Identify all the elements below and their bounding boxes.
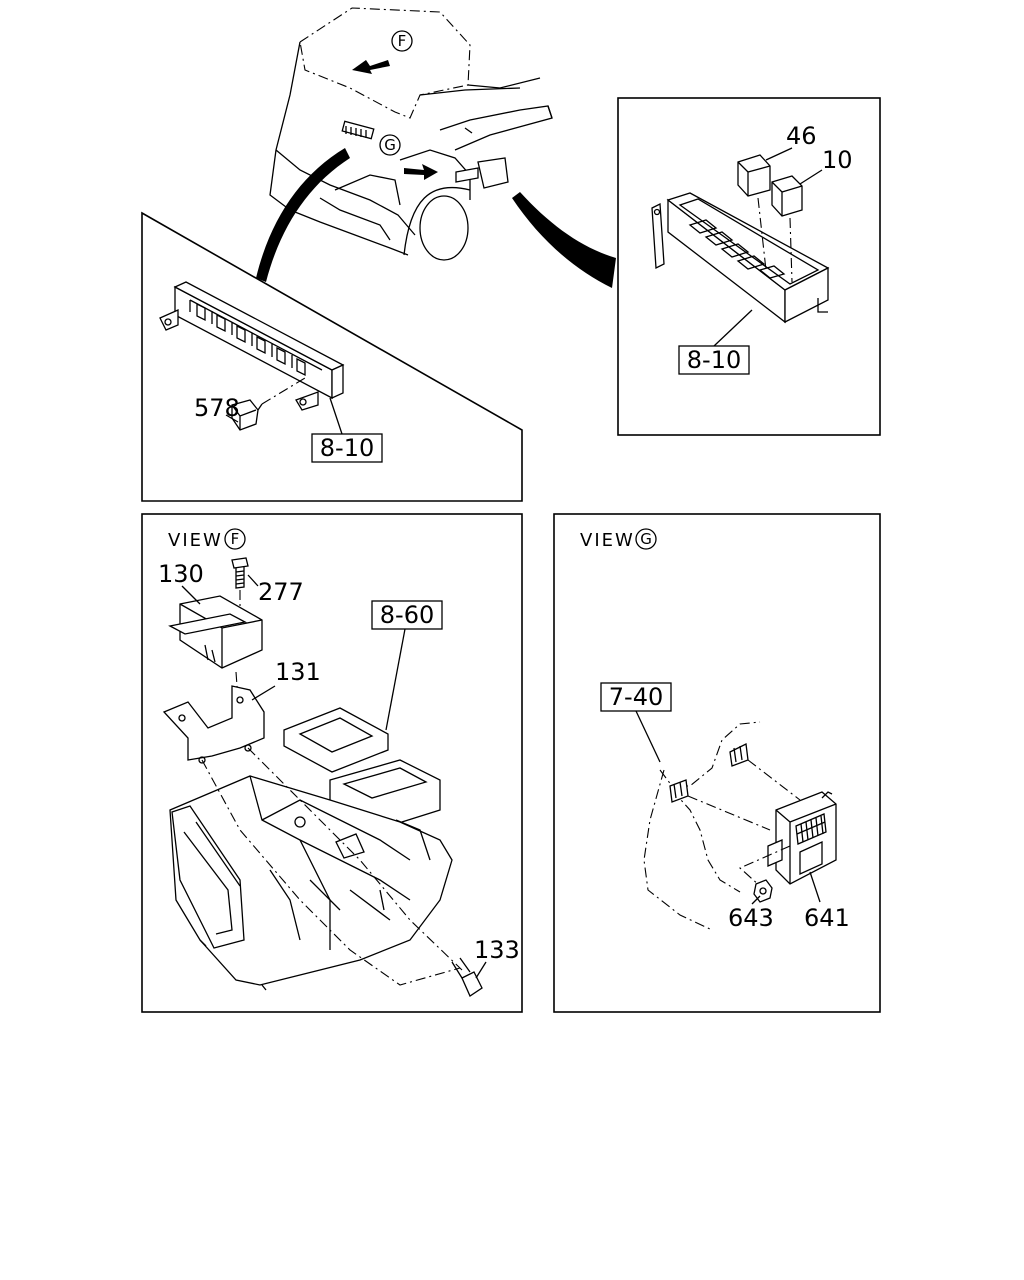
ref-box-8-10-left [311, 433, 383, 463]
right-detail-panel: 46 10 8-10 [617, 97, 881, 436]
ref-8-10-left: 8-10 [320, 434, 374, 462]
screw-133 [451, 957, 483, 997]
view-g-title: VIEW [580, 530, 635, 551]
relay-46 [737, 154, 771, 271]
bracket-131 [162, 685, 265, 764]
label-130: 130 [158, 560, 204, 588]
marker-g: G [384, 136, 396, 154]
marker-f: F [398, 32, 407, 50]
fuse-box-right [651, 192, 830, 324]
control-unit-641 [767, 791, 837, 885]
label-578: 578 [194, 394, 240, 422]
ref-8-60: 8-60 [380, 601, 434, 629]
module-130 [168, 595, 263, 669]
view-g-panel: VIEW G 7-40 [553, 513, 881, 1013]
label-643: 643 [728, 904, 774, 932]
heater-unit [169, 707, 453, 991]
view-f-letter: F [231, 530, 240, 548]
relay-578 [231, 377, 306, 431]
view-f-title: VIEW [168, 530, 223, 551]
view-g-letter: G [640, 530, 652, 548]
relay-10 [771, 175, 803, 283]
fuse-holder-left [159, 281, 345, 411]
label-641: 641 [804, 904, 850, 932]
label-131: 131 [275, 658, 321, 686]
view-f-panel: VIEW F 277 130 131 [141, 513, 523, 1013]
stud-lower [669, 779, 771, 831]
ref-box-8-60 [371, 600, 443, 630]
stud-upper [729, 743, 801, 801]
vehicle-overview: F G [256, 7, 616, 288]
label-46: 46 [786, 122, 817, 150]
left-detail-panel: 578 8-10 [141, 211, 523, 502]
label-277: 277 [258, 578, 304, 606]
ref-8-10-right: 8-10 [687, 346, 741, 374]
nut-643 [753, 879, 773, 903]
label-133: 133 [474, 936, 520, 964]
label-10: 10 [822, 146, 853, 174]
ref-7-40: 7-40 [609, 683, 663, 711]
